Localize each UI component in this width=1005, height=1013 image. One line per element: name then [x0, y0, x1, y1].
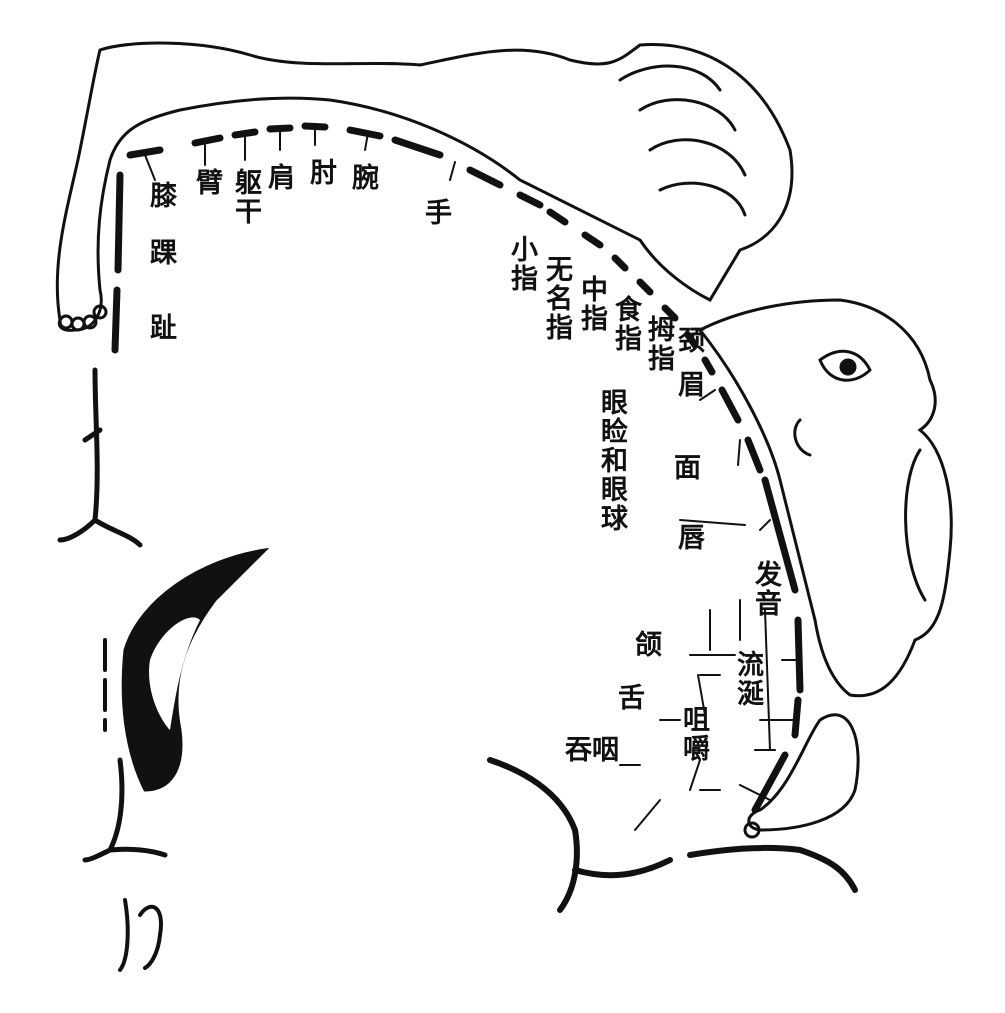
label-wrist: 腕 — [352, 163, 379, 194]
leg-outline — [55, 41, 794, 332]
label-knee: 膝 — [150, 181, 177, 212]
sulcus-lower-left — [82, 757, 168, 863]
sulcus-bottom — [487, 757, 858, 913]
ventricle-shape — [121, 547, 270, 792]
label-elbow: 肘 — [310, 158, 337, 189]
label-tongue: 舌 — [618, 683, 645, 714]
label-toes: 趾 — [150, 313, 177, 344]
label-face: 面 — [674, 453, 701, 484]
label-little-finger: 小指 — [506, 235, 537, 293]
label-middle-finger: 中指 — [576, 275, 607, 333]
label-ring-finger: 无名指 — [541, 255, 572, 342]
label-ankle: 踝 — [150, 238, 177, 269]
label-hand: 手 — [425, 198, 452, 229]
label-jaw: 颌 — [635, 630, 662, 661]
label-vocalization: 发音 — [750, 560, 781, 618]
label-eyelid-eyeball: 眼睑和眼球 — [596, 388, 627, 533]
label-swallowing: 吞咽 — [565, 735, 619, 766]
pharynx-shape — [747, 713, 860, 832]
label-mastication: 咀嚼 — [678, 705, 709, 763]
label-shoulder: 肩 — [268, 163, 295, 194]
label-thumb: 拇指 — [643, 315, 674, 373]
label-brow: 眉 — [678, 370, 705, 401]
label-salivation: 流涎 — [732, 650, 763, 708]
label-index-finger: 食指 — [610, 295, 641, 353]
sulcus-left — [57, 367, 143, 548]
label-neck: 颈 — [678, 326, 705, 357]
label-arm: 臂 — [196, 168, 223, 199]
label-trunk: 躯干 — [230, 168, 261, 226]
hand-fingers — [618, 64, 747, 217]
face-outline — [697, 298, 953, 698]
label-lips: 唇 — [678, 523, 705, 554]
